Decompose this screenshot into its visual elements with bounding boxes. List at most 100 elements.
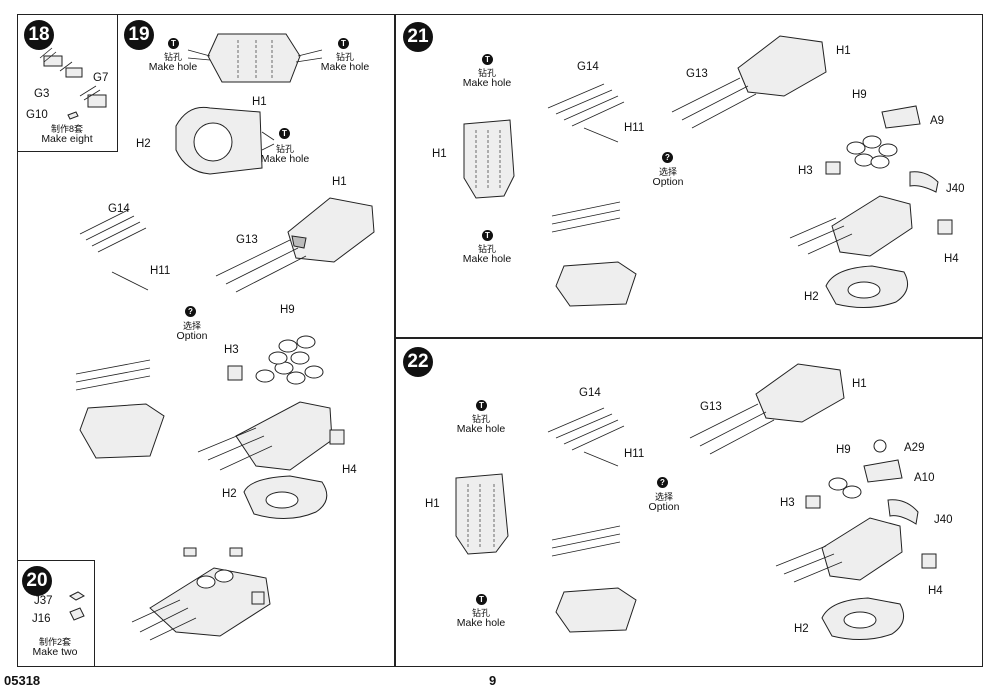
make-hole-cn: 钻孔 bbox=[471, 608, 490, 618]
quantity-note-cn: 制作2套 bbox=[38, 637, 71, 647]
part-label-h2: H2 bbox=[794, 623, 809, 635]
part-label-j40: J40 bbox=[934, 514, 953, 526]
drill-icon: T bbox=[476, 594, 487, 605]
quantity-note: 制作2套 Make two bbox=[24, 637, 86, 658]
quantity-note-en: Make two bbox=[32, 646, 78, 658]
part-label-h3: H3 bbox=[224, 344, 239, 356]
drill-icon: T bbox=[338, 38, 349, 49]
make-hole-note: 钻孔 Make hole bbox=[140, 52, 206, 73]
make-hole-note: 钻孔 Make hole bbox=[254, 144, 316, 165]
part-label-j40: J40 bbox=[946, 183, 965, 195]
part-label-g14: G14 bbox=[577, 61, 599, 73]
option-note: 选择 Option bbox=[648, 167, 688, 188]
part-label-h2: H2 bbox=[804, 291, 819, 303]
make-hole-cn: 钻孔 bbox=[275, 144, 294, 154]
part-label-a10: A10 bbox=[914, 472, 935, 484]
option-cn: 选择 bbox=[182, 321, 201, 331]
part-label-h1: H1 bbox=[836, 45, 851, 57]
option-icon: ? bbox=[657, 477, 668, 488]
make-hole-note: 钻孔 Make hole bbox=[450, 414, 512, 435]
option-icon: ? bbox=[185, 306, 196, 317]
part-label-g13: G13 bbox=[686, 68, 708, 80]
part-label: G3 bbox=[34, 88, 50, 100]
part-label-h9: H9 bbox=[836, 444, 851, 456]
step-21-badge: 21 bbox=[403, 22, 433, 52]
page-number: 9 bbox=[489, 673, 497, 688]
part-label: G10 bbox=[26, 109, 48, 121]
part-label-h4: H4 bbox=[944, 253, 959, 265]
make-hole-en: Make hole bbox=[456, 423, 506, 435]
step-18-badge: 18 bbox=[24, 20, 54, 50]
part-label-g13: G13 bbox=[700, 401, 722, 413]
option-en: Option bbox=[648, 501, 680, 513]
step-22-illustration bbox=[455, 363, 937, 640]
make-hole-note: 钻孔 Make hole bbox=[456, 244, 518, 265]
make-hole-cn: 钻孔 bbox=[471, 414, 490, 424]
option-note: 选择 Option bbox=[644, 492, 684, 513]
step-21-panel bbox=[395, 14, 983, 338]
part-label-h1: H1 bbox=[332, 176, 347, 188]
make-hole-note: 钻孔 Make hole bbox=[456, 68, 518, 89]
part-label-h11: H11 bbox=[150, 265, 171, 277]
part-label: J16 bbox=[32, 613, 51, 625]
step-21-illustration bbox=[463, 35, 953, 308]
make-hole-cn: 钻孔 bbox=[477, 244, 496, 254]
option-cn: 选择 bbox=[654, 492, 673, 502]
step-20-badge: 20 bbox=[22, 566, 52, 596]
part-label-g14: G14 bbox=[579, 387, 601, 399]
make-hole-en: Make hole bbox=[260, 153, 310, 165]
drill-icon: T bbox=[482, 230, 493, 241]
part-label-h3: H3 bbox=[780, 497, 795, 509]
make-hole-cn: 钻孔 bbox=[163, 52, 182, 62]
part-label-h3: H3 bbox=[798, 165, 813, 177]
quantity-note-cn: 制作8套 bbox=[50, 124, 83, 134]
option-cn: 选择 bbox=[658, 167, 677, 177]
part-label-h9: H9 bbox=[280, 304, 295, 316]
step-20-panel bbox=[17, 560, 95, 667]
quantity-note-en: Make eight bbox=[41, 133, 93, 145]
part-label-g14: G14 bbox=[108, 203, 130, 215]
option-en: Option bbox=[652, 176, 684, 188]
step-19-badge: 19 bbox=[124, 20, 154, 50]
drill-icon: T bbox=[168, 38, 179, 49]
make-hole-note: 钻孔 Make hole bbox=[450, 608, 512, 629]
step-19-panel bbox=[17, 14, 395, 667]
step-18-illustration bbox=[39, 47, 107, 120]
drill-icon: T bbox=[279, 128, 290, 139]
part-label: J37 bbox=[34, 595, 53, 607]
step-20-illustration bbox=[69, 591, 85, 621]
part-label-h1: H1 bbox=[432, 148, 447, 160]
part-label-a9: A9 bbox=[930, 115, 945, 127]
part-label-h2: H2 bbox=[136, 138, 151, 150]
make-hole-cn: 钻孔 bbox=[477, 68, 496, 78]
part-label-h4: H4 bbox=[342, 464, 357, 476]
option-en: Option bbox=[176, 330, 208, 342]
option-note: 选择 Option bbox=[172, 321, 212, 342]
make-hole-note: 钻孔 Make hole bbox=[312, 52, 378, 73]
option-icon: ? bbox=[662, 152, 673, 163]
make-hole-en: Make hole bbox=[462, 253, 512, 265]
step-22-panel bbox=[395, 338, 983, 667]
part-label-h1: H1 bbox=[252, 96, 267, 108]
part-label-h11: H11 bbox=[624, 448, 645, 460]
make-hole-en: Make hole bbox=[456, 617, 506, 629]
quantity-note: 制作8套 Make eight bbox=[30, 124, 104, 145]
part-label: G7 bbox=[93, 72, 109, 84]
part-label-h9: H9 bbox=[852, 89, 867, 101]
step-19-illustration bbox=[75, 33, 375, 641]
make-hole-en: Make hole bbox=[320, 61, 370, 73]
make-hole-en: Make hole bbox=[148, 61, 198, 73]
page-code: 05318 bbox=[4, 673, 41, 688]
drill-icon: T bbox=[476, 400, 487, 411]
drill-icon: T bbox=[482, 54, 493, 65]
part-label-a29: A29 bbox=[904, 442, 925, 454]
step-22-badge: 22 bbox=[403, 347, 433, 377]
part-label-h11: H11 bbox=[624, 122, 645, 134]
part-label-h1: H1 bbox=[425, 498, 440, 510]
make-hole-cn: 钻孔 bbox=[335, 52, 354, 62]
make-hole-en: Make hole bbox=[462, 77, 512, 89]
part-label-h4: H4 bbox=[928, 585, 943, 597]
part-label-h2: H2 bbox=[222, 488, 237, 500]
part-label-h1: H1 bbox=[852, 378, 867, 390]
